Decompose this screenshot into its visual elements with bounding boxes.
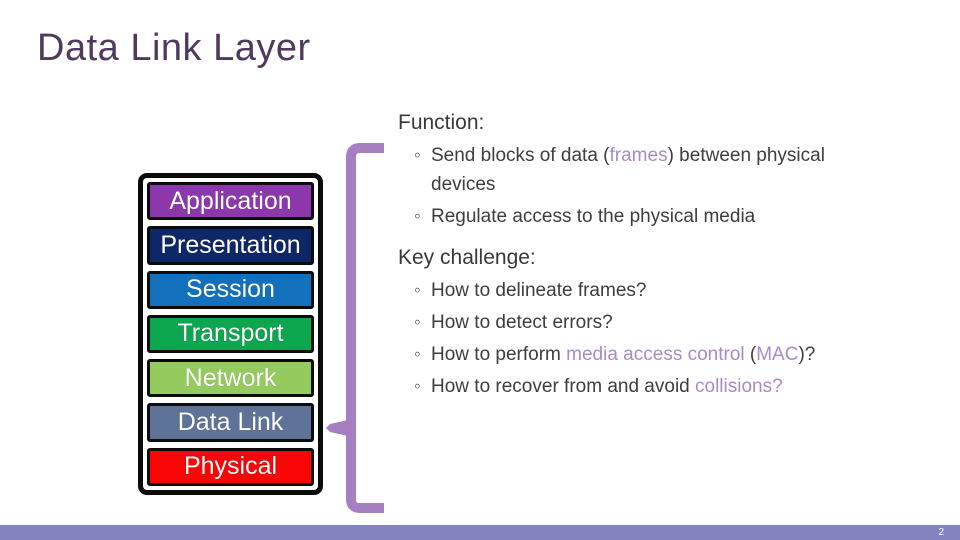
list-item-text: Send blocks of data (frames) between phy… [431, 145, 825, 195]
function-heading: Function: [398, 111, 485, 134]
list-item: ◦ How to detect errors? [414, 308, 918, 337]
osi-layer-presentation: Presentation [147, 226, 314, 265]
bullet-icon: ◦ [414, 312, 421, 333]
list-item-text: How to recover from and avoid collisions… [431, 376, 783, 397]
footer-bar: 2 [0, 525, 960, 540]
osi-layer-data-link: Data Link [147, 403, 314, 442]
bullet-icon: ◦ [414, 145, 421, 166]
page-title: Data Link Layer [37, 27, 311, 69]
page-number: 2 [938, 527, 944, 538]
brace-icon [326, 143, 384, 513]
list-item: ◦ How to delineate frames? [414, 276, 918, 305]
bullet-icon: ◦ [414, 344, 421, 365]
bullet-icon: ◦ [414, 280, 421, 301]
osi-layer-application: Application [147, 182, 314, 221]
bullet-icon: ◦ [414, 376, 421, 397]
list-item-text: How to delineate frames? [431, 280, 647, 301]
key-challenge-list: ◦ How to delineate frames? ◦ How to dete… [398, 276, 918, 401]
list-item: ◦ How to recover from and avoid collisio… [414, 372, 918, 401]
section-function: Function: ◦ Send blocks of data (frames)… [398, 110, 918, 231]
osi-layer-physical: Physical [147, 447, 314, 486]
list-item-text: How to detect errors? [431, 312, 613, 333]
osi-layer-session: Session [147, 270, 314, 309]
section-key-challenge: Key challenge: ◦ How to delineate frames… [398, 245, 918, 401]
osi-layer-transport: Transport [147, 314, 314, 354]
osi-stack: Application Presentation Session Transpo… [138, 173, 323, 495]
list-item: ◦ How to perform media access control (M… [414, 340, 918, 369]
content-area: Function: ◦ Send blocks of data (frames)… [398, 110, 918, 404]
key-challenge-heading: Key challenge: [398, 246, 536, 269]
list-item: ◦ Regulate access to the physical media [414, 202, 918, 231]
list-item-text: How to perform media access control (MAC… [431, 344, 816, 365]
osi-layer-network: Network [147, 359, 314, 398]
function-list: ◦ Send blocks of data (frames) between p… [398, 141, 918, 231]
list-item-text: Regulate access to the physical media [431, 206, 756, 227]
bullet-icon: ◦ [414, 206, 421, 227]
list-item: ◦ Send blocks of data (frames) between p… [414, 141, 918, 199]
